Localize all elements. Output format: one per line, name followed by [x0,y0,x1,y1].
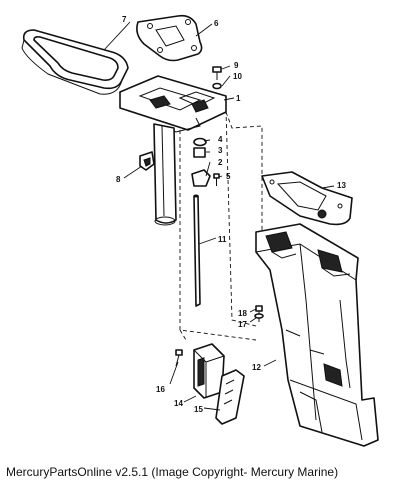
part-3-spacer[interactable] [193,147,206,158]
callout-5: 5 [226,172,231,181]
part-6-gasket[interactable] [136,14,203,62]
callout-8: 8 [116,175,121,184]
callout-1: 1 [236,94,241,103]
callout-17: 17 [238,320,247,329]
leader-lines [103,21,335,411]
callout-7: 7 [122,15,127,24]
callout-13: 13 [337,181,346,190]
callout-16: 16 [156,385,165,394]
part-8-bracket[interactable] [139,151,155,171]
part-9-screw[interactable] [212,66,222,80]
part-11-shaft-rod[interactable] [193,194,201,307]
part-4-grommet[interactable] [193,137,207,147]
part-2-bushing[interactable] [191,169,211,187]
part-10-washer[interactable] [212,82,222,90]
callout-12: 12 [252,363,261,372]
part-15-pad[interactable] [215,369,245,425]
part-1-exhaust-tube [153,123,177,226]
part-13-gasket[interactable] [261,171,353,226]
exploded-parts-diagram: 1 2 3 4 5 6 7 8 9 10 11 12 13 14 15 16 1… [21,14,379,447]
callout-6: 6 [214,19,219,28]
part-1-adaptor-plate[interactable] [119,75,227,133]
part-14-block[interactable] [193,343,225,399]
part-16-screw[interactable] [175,349,183,367]
part-17-washer[interactable] [254,313,264,319]
callout-9: 9 [234,61,239,70]
callout-14: 14 [174,399,183,408]
callout-labels: 1 2 3 4 5 6 7 8 9 10 11 12 13 14 15 16 1… [116,15,346,414]
part-5-screw[interactable] [213,173,220,186]
part-7-seal-frame[interactable] [21,29,129,95]
image-caption: MercuryPartsOnline v2.5.1 (Image Copyrig… [6,465,339,479]
callout-4: 4 [218,135,223,144]
part-12-driveshaft-housing[interactable] [255,223,379,447]
callout-3: 3 [218,146,223,155]
alignment-dashed-lines [179,109,263,341]
callout-15: 15 [194,405,203,414]
callout-11: 11 [218,235,227,244]
callout-10: 10 [233,72,242,81]
callout-2: 2 [218,158,223,167]
callout-18: 18 [238,309,247,318]
